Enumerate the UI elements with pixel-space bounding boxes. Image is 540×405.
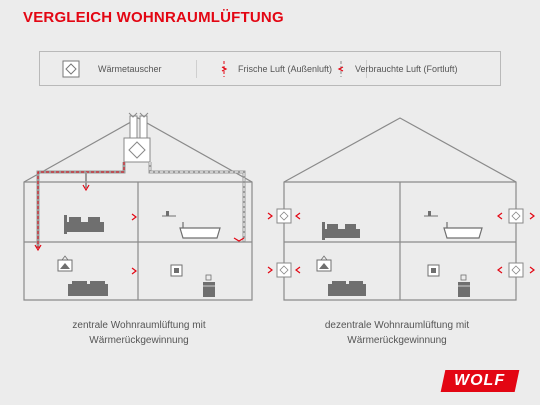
wall-unit-lower-right (497, 262, 535, 278)
bathtub-icon (443, 222, 483, 239)
shelf-icon (424, 211, 438, 217)
caption-decentral: dezentrale Wohnraumlüftung mit Wärmerück… (324, 320, 470, 346)
fresh-air-arrow-icon (221, 60, 228, 77)
logo-text: WOLF (454, 372, 506, 389)
legend-separator (196, 60, 197, 78)
wall-unit-lower-left (267, 262, 301, 278)
heat-exchanger-unit (123, 137, 151, 163)
legend: Wärmetauscher Frische Luft (Außenluft) V… (39, 51, 501, 86)
bed-icon (64, 215, 104, 234)
vent-icon (170, 264, 183, 277)
legend-item-fresh-air: Frische Luft (Außenluft) (220, 52, 332, 85)
legend-item-heat-exchanger: Wärmetauscher (62, 52, 162, 85)
legend-label-fresh-air: Frische Luft (Außenluft) (238, 63, 333, 74)
wall-unit-upper-right (497, 208, 535, 224)
picture-icon (316, 255, 332, 272)
bathtub-icon (179, 222, 221, 239)
legend-label-heat-exchanger: Wärmetauscher (98, 63, 162, 74)
page-title: VERGLEICH WOHNRAUMLÜFTUNG (23, 9, 284, 26)
wall-unit-upper-left (267, 208, 301, 224)
legend-label-exhaust-air: Verbrauchte Luft (Fortluft) (355, 63, 458, 74)
wolf-logo: WOLF (440, 370, 520, 392)
stove-icon (458, 274, 470, 297)
legend-separator (366, 60, 367, 78)
exhaust-air-arrow-icon (337, 60, 344, 77)
stove-icon (203, 274, 215, 297)
shelf-icon (162, 211, 176, 217)
house-central (23, 112, 253, 301)
house-decentral (267, 117, 535, 301)
legend-item-exhaust-air: Verbrauchte Luft (Fortluft) (337, 52, 458, 85)
sofa-icon (328, 281, 366, 296)
sofa-icon (68, 281, 108, 296)
picture-icon (57, 255, 73, 272)
bed-icon (322, 222, 360, 240)
vent-icon (427, 264, 440, 277)
caption-central: zentrale Wohnraumlüftung mit Wärmerückge… (72, 320, 206, 346)
heat-exchanger-icon (62, 60, 80, 77)
